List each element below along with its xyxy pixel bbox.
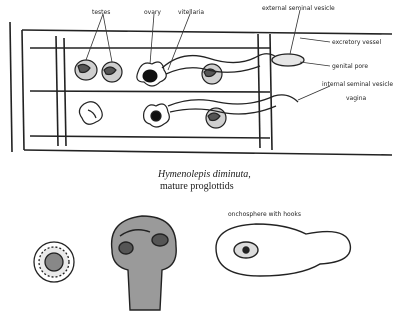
caption-species: Hymenolepis diminuta, <box>158 170 251 180</box>
testis-4 <box>79 102 102 125</box>
egg <box>34 242 74 282</box>
label-internal-seminal-vesicle: internal seminal vesicle <box>322 82 393 88</box>
label-oncosphere: onchosphere with hooks <box>228 212 301 218</box>
testis-3 <box>202 64 222 84</box>
scolex <box>112 216 177 310</box>
cysticercoid-larva <box>216 224 350 276</box>
label-vitellaria: vitellaria <box>178 10 204 16</box>
ovary-lower <box>144 104 170 127</box>
label-ovary: ovary <box>144 10 161 16</box>
label-vagina: vagina <box>346 96 366 102</box>
testis-1 <box>75 60 97 80</box>
seminal-vesicle <box>162 54 304 74</box>
caption-part: mature proglottids <box>160 182 234 192</box>
label-genital-pore: genital pore <box>332 64 368 70</box>
label-testes: testes <box>92 10 110 16</box>
label-external-seminal-vesicle: external seminal vesicle <box>262 6 335 12</box>
vitellaria <box>143 70 157 82</box>
label-excretory-vessel: excretory vessel <box>332 40 381 46</box>
testis-2 <box>102 62 122 82</box>
vagina-duct <box>168 95 298 114</box>
